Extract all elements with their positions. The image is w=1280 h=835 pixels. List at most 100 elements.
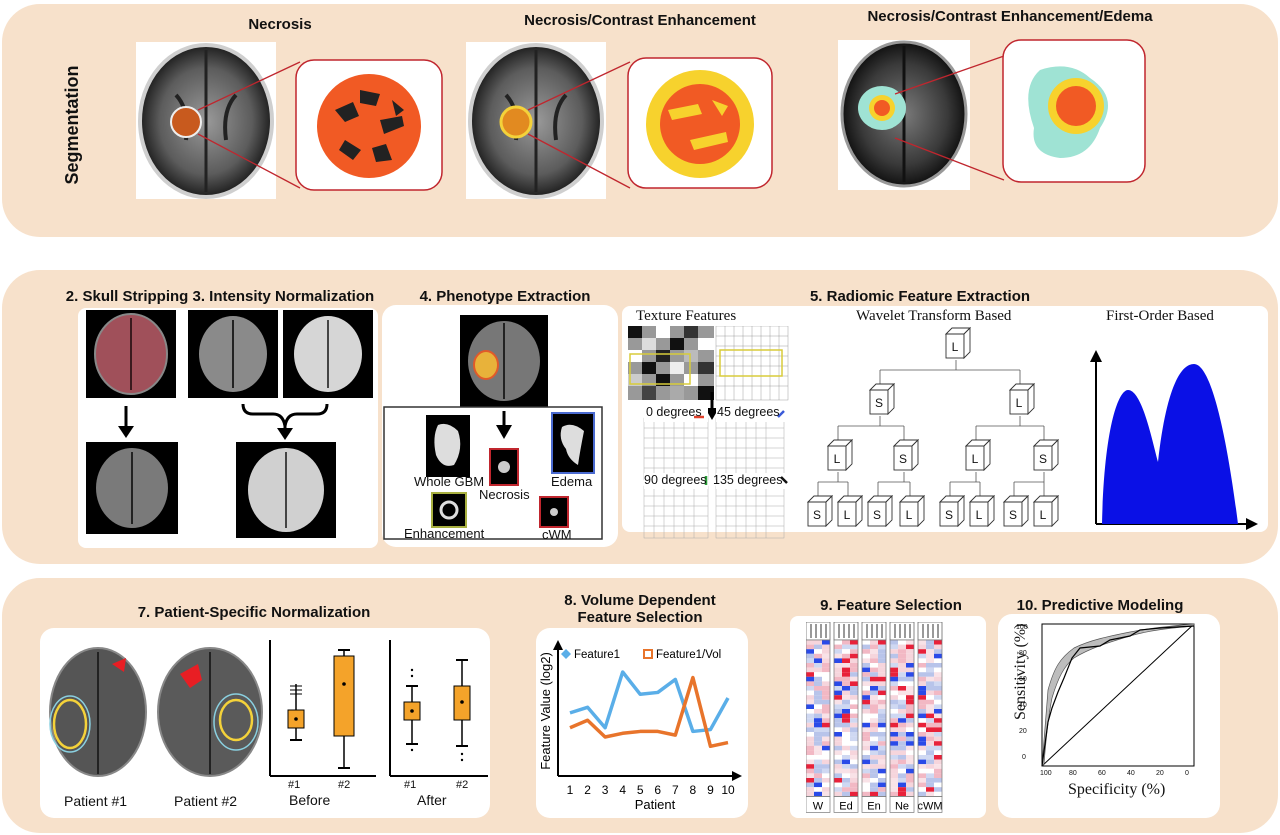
texture-matrix — [715, 326, 789, 401]
x-tick-label: 2 — [584, 783, 591, 797]
roc-axes — [1041, 623, 1195, 767]
wavelet-node-label: L — [1040, 508, 1047, 522]
patient-1-label: Patient #1 — [64, 793, 128, 809]
after-tick-2: #2 — [456, 779, 469, 791]
roc-y-tick: 20 — [1019, 728, 1027, 735]
first-order-histogram — [1090, 350, 1258, 530]
angle-0: 0 degrees — [646, 405, 702, 419]
legend-label: Feature1 — [574, 649, 620, 661]
angle-45: 45 degrees — [717, 405, 780, 419]
wavelet-title: Wavelet Transform Based — [856, 308, 1012, 324]
x-tick-label: 7 — [672, 783, 679, 797]
texture-title: Texture Features — [636, 308, 737, 324]
before-label: Before — [289, 792, 331, 808]
heatmap-column-label: En — [867, 800, 880, 812]
x-tick-label: 6 — [654, 783, 661, 797]
wavelet-node-label: S — [1039, 452, 1047, 466]
wavelet-node: L — [1032, 494, 1060, 528]
wavelet-node-label: L — [976, 508, 983, 522]
patient-norm-title: 7. Patient-Specific Normalization — [137, 604, 371, 621]
roc-x-tick: 60 — [1098, 770, 1106, 777]
skull-stripping-title: 2. Skull Stripping 3. Intensity Normaliz… — [65, 288, 375, 305]
wavelet-node-label: L — [972, 452, 979, 466]
texture-grid — [628, 326, 714, 400]
wavelet-node-label: L — [1016, 396, 1023, 410]
roc-x-tick: 40 — [1127, 770, 1135, 777]
zoom-necrosis-ce-edema — [1002, 39, 1146, 183]
phenotype-label-whole: Whole GBM — [414, 474, 485, 489]
mri-necrosis — [136, 42, 301, 199]
wavelet-node-label: L — [952, 340, 959, 354]
x-tick-label: 5 — [637, 783, 644, 797]
series-line-2 — [569, 675, 729, 749]
wavelet-node: S — [806, 494, 834, 528]
before-boxplot — [269, 640, 376, 777]
wavelet-node: L — [964, 438, 992, 472]
angle-90: 90 degrees — [644, 473, 707, 487]
roc-xlabel: Specificity (%) — [1068, 781, 1166, 798]
x-tick-label: 10 — [721, 783, 735, 797]
legend-marker — [643, 649, 653, 659]
zoom-necrosis — [295, 59, 443, 191]
heatmap-column: Ne — [889, 622, 915, 813]
wavelet-node: L — [968, 494, 996, 528]
wavelet-node: S — [1002, 494, 1030, 528]
x-tick-label: 8 — [690, 783, 697, 797]
wavelet-node-label: S — [875, 396, 883, 410]
wavelet-node: S — [938, 494, 966, 528]
series-line-1 — [569, 670, 730, 734]
seg-title-necrosis-ce: Necrosis/Contrast Enhancement — [524, 12, 756, 29]
heatmap-column: W — [806, 622, 831, 813]
heatmap-column-label: W — [813, 800, 824, 812]
wavelet-node: L — [1008, 382, 1036, 416]
wavelet-node: S — [866, 494, 894, 528]
phenotype-label-necrosis: Necrosis — [479, 487, 530, 502]
heatmap-column-label: cWM — [917, 800, 942, 812]
phenotype-label-enhancement: Enhancement — [404, 526, 485, 541]
before-tick-1: #1 — [288, 779, 301, 791]
after-label: After — [417, 792, 447, 808]
angle-135: 135 degrees — [713, 473, 783, 487]
legend-marker — [561, 649, 571, 659]
x-tick-label: 4 — [619, 783, 626, 797]
wavelet-node-label: L — [844, 508, 851, 522]
wavelet-node: L — [898, 494, 926, 528]
phenotype-label-cwm: cWM — [542, 527, 572, 542]
before-tick-2: #2 — [338, 779, 351, 791]
roc-y-tick: 100 — [1016, 624, 1028, 631]
wavelet-node: L — [944, 326, 972, 360]
roc-x-tick: 80 — [1069, 770, 1077, 777]
heatmap-column: cWM — [917, 622, 943, 813]
x-axis-label: Patient — [635, 797, 676, 812]
roc-curve — [1041, 623, 1195, 767]
mri-necrosis-ce — [466, 42, 631, 199]
wavelet-node: S — [892, 438, 920, 472]
heatmap-column-label: Ne — [895, 800, 909, 812]
volume-title-line2: Feature Selection — [577, 609, 703, 626]
seg-title-necrosis: Necrosis — [248, 16, 312, 33]
wavelet-node-label: L — [834, 452, 841, 466]
volume-title-line1: 8. Volume Dependent — [564, 592, 716, 609]
phenotype-title: 4. Phenotype Extraction — [419, 288, 591, 305]
wavelet-node-label: S — [873, 508, 881, 522]
wavelet-node: S — [868, 382, 896, 416]
x-tick-label: 3 — [602, 783, 609, 797]
heatmap-column: En — [861, 622, 887, 813]
predictive-title: 10. Predictive Modeling — [1016, 597, 1184, 614]
first-order-title: First-Order Based — [1106, 308, 1214, 324]
wavelet-node: S — [1032, 438, 1060, 472]
heatmap-column-label: Ed — [839, 800, 852, 812]
feature-selection-title: 9. Feature Selection — [820, 597, 962, 614]
roc-x-tick: 0 — [1185, 770, 1189, 777]
texture-features-figure — [628, 326, 789, 539]
legend-label: Feature1/Vol — [656, 649, 721, 661]
wavelet-node-label: S — [813, 508, 821, 522]
radiomic-title: 5. Radiomic Feature Extraction — [809, 288, 1031, 305]
heatmap-column: Ed — [833, 622, 859, 813]
y-axis-label: Feature Value (log2) — [538, 652, 553, 770]
wavelet-node-label: S — [899, 452, 907, 466]
roc-x-tick: 100 — [1040, 770, 1052, 777]
wavelet-node: L — [836, 494, 864, 528]
